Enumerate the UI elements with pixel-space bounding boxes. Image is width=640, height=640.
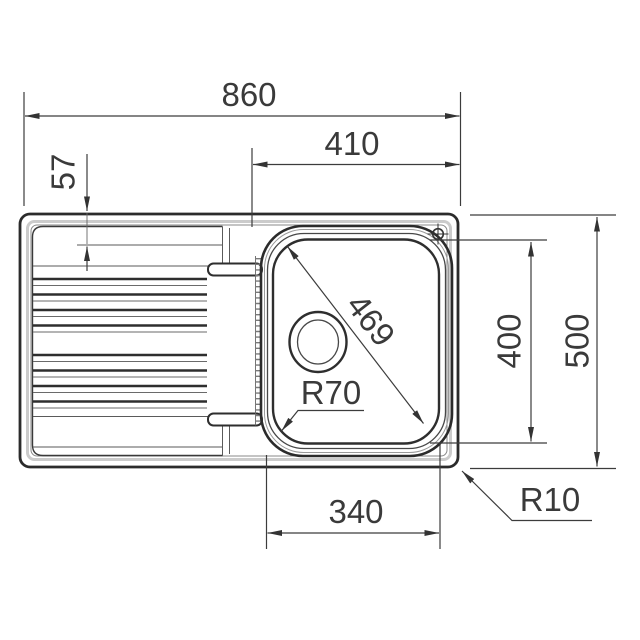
sink-rim-shade <box>26 220 452 461</box>
dim-arrow-line <box>287 246 424 424</box>
radius-leader-line <box>461 470 592 522</box>
drainboard-outline <box>31 225 223 457</box>
sink-outer-outline <box>18 212 460 469</box>
radius-leader-line <box>281 409 364 432</box>
dim-label-r10: R10 <box>520 481 581 518</box>
drainage-grooves-lower <box>33 353 207 409</box>
dim-bowl-bottom-width: 340 <box>265 444 441 549</box>
bowl-outer-rim <box>259 224 454 458</box>
dim-bowl-height: 400 <box>430 239 547 444</box>
dim-label-57: 57 <box>45 154 82 191</box>
bowl-rim-mid-line <box>266 232 447 450</box>
bowl <box>255 223 454 458</box>
dim-label-400: 400 <box>491 313 528 368</box>
dim-bowl-corner-radius: R70 <box>281 374 364 432</box>
dim-total-height: 500 <box>470 214 616 470</box>
dim-drainboard-inset: 57 <box>45 154 90 271</box>
dim-label-340: 340 <box>328 493 383 530</box>
dim-total-width: 860 <box>23 76 462 206</box>
tab-slot-bottom <box>207 412 263 427</box>
tap-hole-crosshair-icon <box>427 223 449 245</box>
bowl-rim-shadow-line <box>264 229 449 453</box>
tab-slot-top <box>207 262 263 277</box>
drainage-grooves-upper <box>33 277 207 333</box>
drain-hole-inner <box>296 319 340 365</box>
dim-label-860: 860 <box>221 76 276 113</box>
dim-label-r70: R70 <box>301 374 362 411</box>
drainboard <box>31 225 263 457</box>
dim-bowl-offset: 410 <box>251 125 460 227</box>
dim-label-410: 410 <box>324 125 379 162</box>
sink-body <box>18 212 460 469</box>
dim-outer-corner-radius: R10 <box>461 470 592 522</box>
dim-label-500: 500 <box>559 313 596 368</box>
sink-rim-inner-line <box>30 224 448 457</box>
bowl-basin-outline <box>271 238 441 445</box>
dim-label-469: 469 <box>339 287 402 353</box>
